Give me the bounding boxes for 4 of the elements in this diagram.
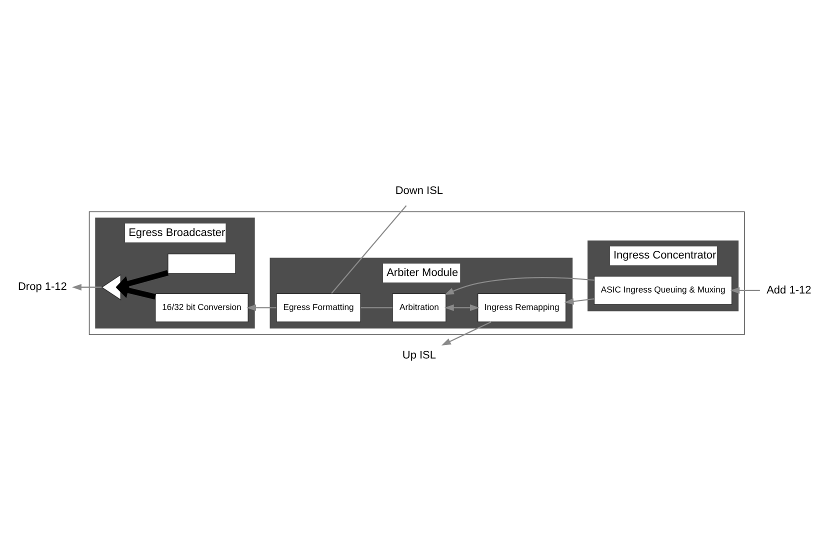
node-text: Add 1-12: [766, 284, 812, 296]
node-text: Down ISL: [395, 185, 444, 198]
node-text: Drop 1-12: [18, 281, 67, 294]
node-text: Up ISL: [402, 350, 436, 362]
